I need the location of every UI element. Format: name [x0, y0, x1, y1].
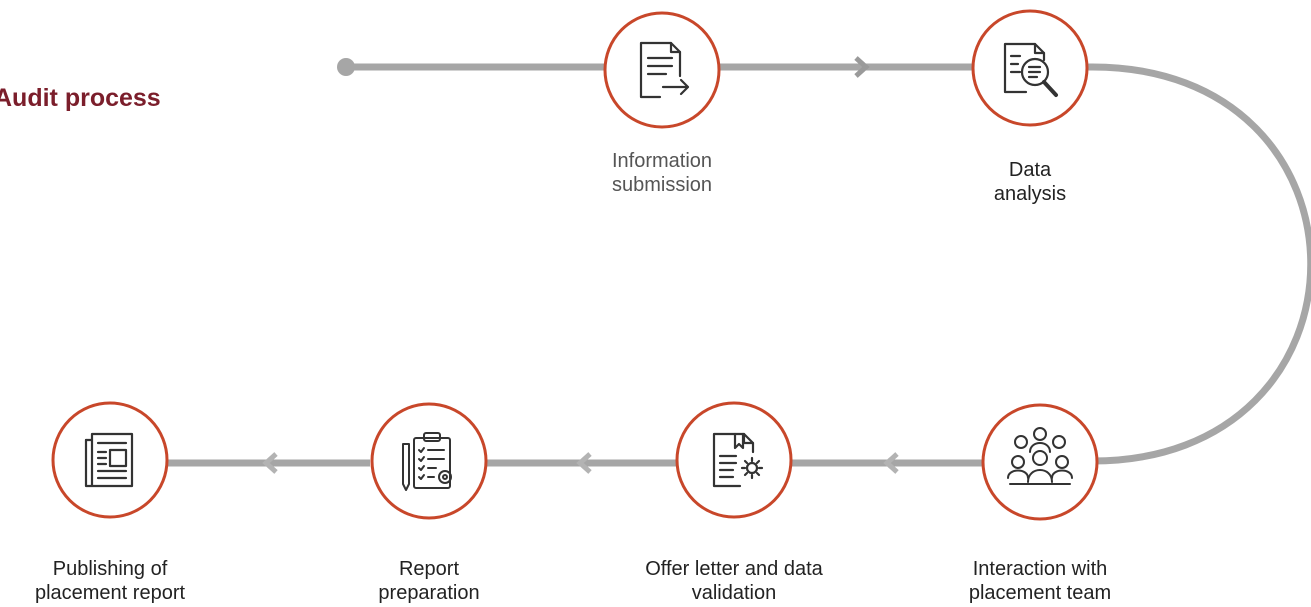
step-node-publishing-report	[51, 401, 169, 519]
step-node-data-analysis	[971, 9, 1089, 127]
step-label-line: placement team	[968, 582, 1112, 604]
step-label-offer-letter-validation: Offer letter and data validation	[599, 557, 869, 605]
step-node-information-submission	[603, 11, 721, 129]
step-label-line: Data	[1008, 159, 1052, 181]
path-start-dot	[337, 58, 355, 76]
step-node-offer-letter-validation	[675, 401, 793, 519]
path-arrow-right	[854, 56, 870, 78]
path-arrow-left	[262, 452, 278, 474]
step-label-information-submission: Information submission	[572, 149, 752, 197]
step-label-line: preparation	[378, 582, 480, 604]
document-arrow-icon	[639, 41, 690, 99]
document-gear-icon	[712, 432, 764, 488]
step-label-line: submission	[611, 174, 713, 196]
step-label-line: Interaction with	[972, 558, 1108, 580]
step-label-line: validation	[691, 582, 777, 604]
step-node-report-preparation	[370, 402, 488, 520]
step-label-line: analysis	[993, 183, 1067, 205]
step-label-line: Information	[611, 150, 713, 172]
path-arrow-left	[576, 452, 592, 474]
path-arrow-left	[883, 452, 899, 474]
step-label-interaction-placement-team: Interaction with placement team	[930, 557, 1150, 605]
step-label-line: Offer letter and data	[645, 558, 823, 580]
step-label-publishing-report: Publishing of placement report	[0, 557, 220, 605]
path-curve	[1087, 63, 1311, 465]
diagram-title: Audit process	[0, 84, 161, 112]
step-label-line: Publishing of	[52, 558, 168, 580]
clipboard-checklist-icon	[402, 432, 452, 491]
step-label-report-preparation: Report preparation	[339, 557, 519, 605]
newspaper-icon	[84, 432, 134, 488]
document-magnifier-icon	[1003, 42, 1058, 97]
step-label-line: Report	[398, 558, 460, 580]
team-meeting-icon	[1007, 427, 1073, 485]
step-node-interaction-placement-team	[981, 403, 1099, 521]
step-label-line: placement report	[34, 582, 186, 604]
step-label-data-analysis: Data analysis	[940, 158, 1120, 206]
